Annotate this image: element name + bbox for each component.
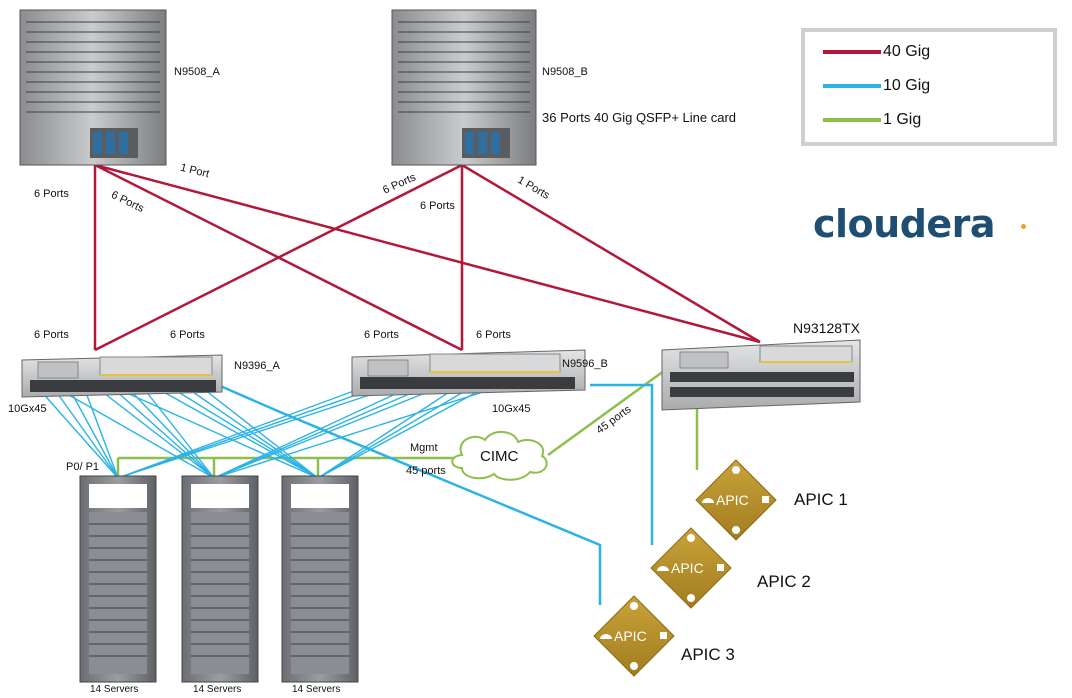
cloud-icon xyxy=(702,498,714,503)
apic-1-badge: APIC xyxy=(716,492,749,508)
link-n9596b-apic2 xyxy=(590,383,654,545)
server-rack-1 xyxy=(79,475,157,683)
leaf-c-label: N93128TX xyxy=(793,320,860,336)
user-icon xyxy=(732,466,740,474)
spine-b-label: N9508_B xyxy=(542,66,588,78)
link-n9508a-n93128tx xyxy=(94,163,761,344)
link-label-leafa-6ports-right: 6 Ports xyxy=(170,329,205,341)
spine-switch-a xyxy=(19,9,167,166)
link-label-leafb-6ports-left: 6 Ports xyxy=(364,329,399,341)
leaf-b-label: N9596_B xyxy=(562,358,608,370)
user-icon xyxy=(630,602,638,610)
spine-switch-b xyxy=(391,9,537,166)
legend-label: 1 Gig xyxy=(883,111,922,128)
apic-1-label: APIC 1 xyxy=(794,490,848,509)
logo-dot xyxy=(1021,224,1026,229)
cimc-label: CIMC xyxy=(480,448,519,465)
apic-node-1 xyxy=(695,459,777,541)
legend-label: 10 Gig xyxy=(883,77,931,94)
apic-3-label: APIC 3 xyxy=(681,645,735,664)
cloud-icon xyxy=(600,634,612,639)
links-40gig xyxy=(93,163,761,352)
apic-2-label: APIC 2 xyxy=(757,572,811,591)
link-n9396a-apic3 xyxy=(217,383,602,605)
link-label-mgmt: Mgmt xyxy=(410,442,438,454)
link-label-b-6ports-mid: 6 Ports xyxy=(420,200,455,212)
timer-icon xyxy=(687,594,695,602)
timer-icon xyxy=(732,526,740,534)
server-rack-3 xyxy=(281,475,359,683)
legend-item-1gig: 1 Gig xyxy=(823,110,921,130)
spine-a-label: N9508_A xyxy=(174,66,220,78)
leaf-switch-c xyxy=(661,339,861,411)
apic-3-badge: APIC xyxy=(614,628,647,644)
link-label-45ports-mgmt: 45 ports xyxy=(406,465,446,477)
leaf-a-label: N9396_A xyxy=(234,360,280,372)
leaf-switch-b xyxy=(351,349,586,397)
lock-icon xyxy=(717,564,724,571)
apic-node-3 xyxy=(593,595,675,677)
leaf-a-ports-label: 10Gx45 xyxy=(8,403,47,415)
link-label-leafa-6ports-left: 6 Ports xyxy=(34,329,69,341)
link-n9508b-n93128tx xyxy=(461,163,761,344)
leaf-switch-a xyxy=(21,354,223,398)
rack-3-label: 14 Servers xyxy=(292,684,341,695)
apic-2-badge: APIC xyxy=(671,560,704,576)
user-icon xyxy=(687,534,695,542)
link-label-p0p1: P0/ P1 xyxy=(66,461,100,473)
legend-swatch xyxy=(823,50,881,54)
lock-icon xyxy=(660,632,667,639)
rack-2-label: 14 Servers xyxy=(193,684,242,695)
legend-label: 40 Gig xyxy=(883,43,931,60)
link-label-a-6ports-left: 6 Ports xyxy=(34,188,69,200)
legend-swatch xyxy=(823,84,881,88)
legend: 40 Gig 10 Gig 1 Gig xyxy=(801,28,1057,146)
lock-icon xyxy=(762,496,769,503)
line-card-label: 36 Ports 40 Gig QSFP+ Line card xyxy=(542,110,737,125)
rack-1-label: 14 Servers xyxy=(90,684,139,695)
leaf-b-ports-label: 10Gx45 xyxy=(492,403,531,415)
legend-item-10gig: 10 Gig xyxy=(823,76,930,96)
server-rack-2 xyxy=(181,475,259,683)
timer-icon xyxy=(630,662,638,670)
links-10gig xyxy=(39,383,654,605)
cloud-icon xyxy=(657,566,669,571)
link-label-leafb-6ports-right: 6 Ports xyxy=(476,329,511,341)
link-cimc-n93128tx xyxy=(547,366,669,457)
legend-item-40gig: 40 Gig xyxy=(823,42,930,62)
cloudera-logo: cloudera xyxy=(813,202,996,246)
legend-swatch xyxy=(823,118,881,122)
apic-node-2 xyxy=(650,527,732,609)
link-n9508b-n9396a xyxy=(94,163,463,352)
cimc-cloud xyxy=(451,431,548,481)
